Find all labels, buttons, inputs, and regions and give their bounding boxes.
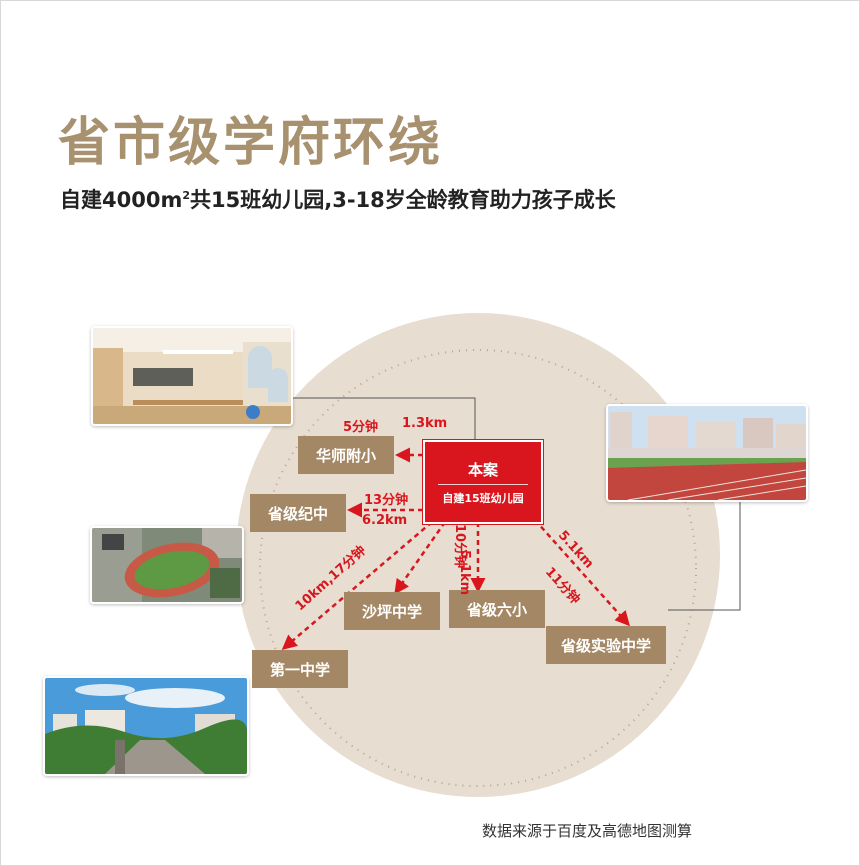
page-subtitle: 自建4000m2共15班幼儿园,3-18岁全龄教育助力孩子成长 [60,184,616,214]
route-label-huashi-time: 5分钟 [343,420,379,435]
connector-line [290,397,476,440]
connector-line [668,498,741,611]
project-center-box: 本案 自建15班幼儿园 [423,440,543,524]
stadium-aerial-photo [90,526,244,604]
page-title: 省市级学府环绕 [58,113,444,173]
school-shengjiji: 省级纪中 [250,494,346,532]
radius-circle [236,313,720,797]
subtitle-pre: 自建4000m [60,188,183,212]
center-title: 本案 [438,459,528,485]
school-shaping: 沙坪中学 [344,592,440,630]
center-subtitle: 自建15班幼儿园 [442,491,524,505]
school-shiyan: 省级实验中学 [546,626,666,664]
route-label-shengjiji-dist: 6.2km [362,513,408,528]
classroom-photo [91,326,293,426]
building-track-photo [606,404,808,502]
data-source-note: 数据来源于百度及高德地图测算 [482,822,693,840]
school-diyi: 第一中学 [252,650,348,688]
inner-dotted-ring [259,349,697,787]
route-label-liuxiao-time: 10分钟 [452,524,467,569]
route-label-shengjiji-time: 13分钟 [364,493,409,508]
campus-photo [43,676,249,776]
route-label-huashi-dist: 1.3km [402,416,448,431]
school-liuxiao: 省级六小 [449,590,545,628]
school-huashi: 华师附小 [298,436,394,474]
subtitle-sup: 2 [182,189,190,202]
subtitle-post: 共15班幼儿园,3-18岁全龄教育助力孩子成长 [190,188,616,212]
